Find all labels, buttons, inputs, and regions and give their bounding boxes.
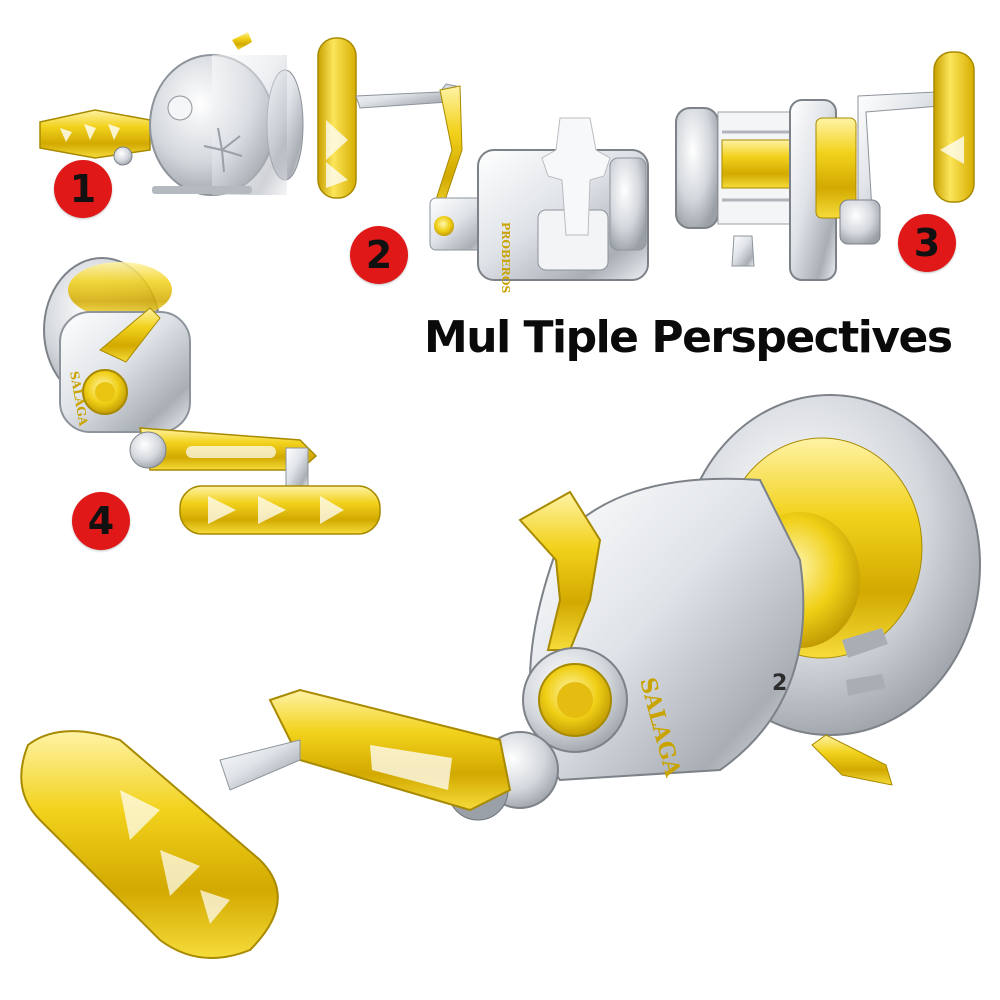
reel-view-2: PROBEROS bbox=[429, 85, 649, 293]
reel-view-4: SALAGA bbox=[43, 257, 381, 535]
headline: Mul Tiple Perspectives bbox=[424, 312, 953, 363]
badge-4: 4 bbox=[72, 492, 130, 550]
reel-view-1 bbox=[39, 32, 457, 199]
main-gear-mark: 2 bbox=[772, 671, 787, 696]
view2-brand-text: PROBEROS bbox=[499, 222, 512, 293]
badge-2: 2 bbox=[350, 226, 408, 284]
reel-view-3 bbox=[675, 51, 975, 281]
badge-3: 3 bbox=[898, 214, 956, 272]
badge-1: 1 bbox=[54, 160, 112, 218]
reel-main-view: SALAGA 2 bbox=[20, 394, 981, 959]
